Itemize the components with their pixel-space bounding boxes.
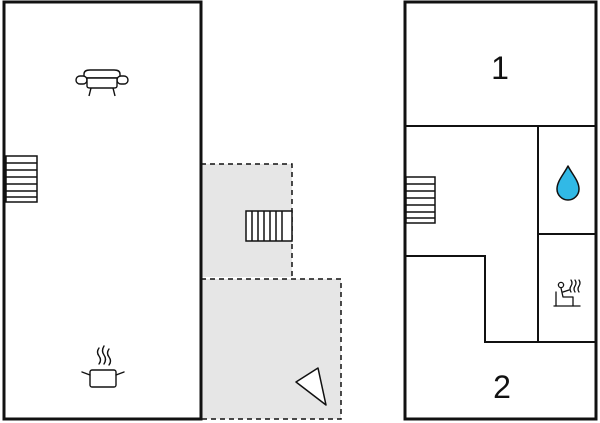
stairs-icon [405, 176, 436, 224]
sofa-icon [75, 69, 129, 97]
ground-floor-outline [2, 0, 203, 421]
stairs-icon [5, 155, 38, 203]
north-arrow-icon [295, 367, 327, 406]
sauna-icon [553, 279, 581, 307]
water-drop-icon [556, 165, 580, 201]
upper-floor-outline [403, 0, 598, 421]
room-label-bedroom-lower: 2 [493, 369, 511, 405]
interior-walls [405, 125, 596, 343]
stairs-icon [245, 210, 293, 242]
room-label-bedroom-upper: 1 [491, 50, 509, 86]
cooking-pot-icon [81, 345, 125, 388]
